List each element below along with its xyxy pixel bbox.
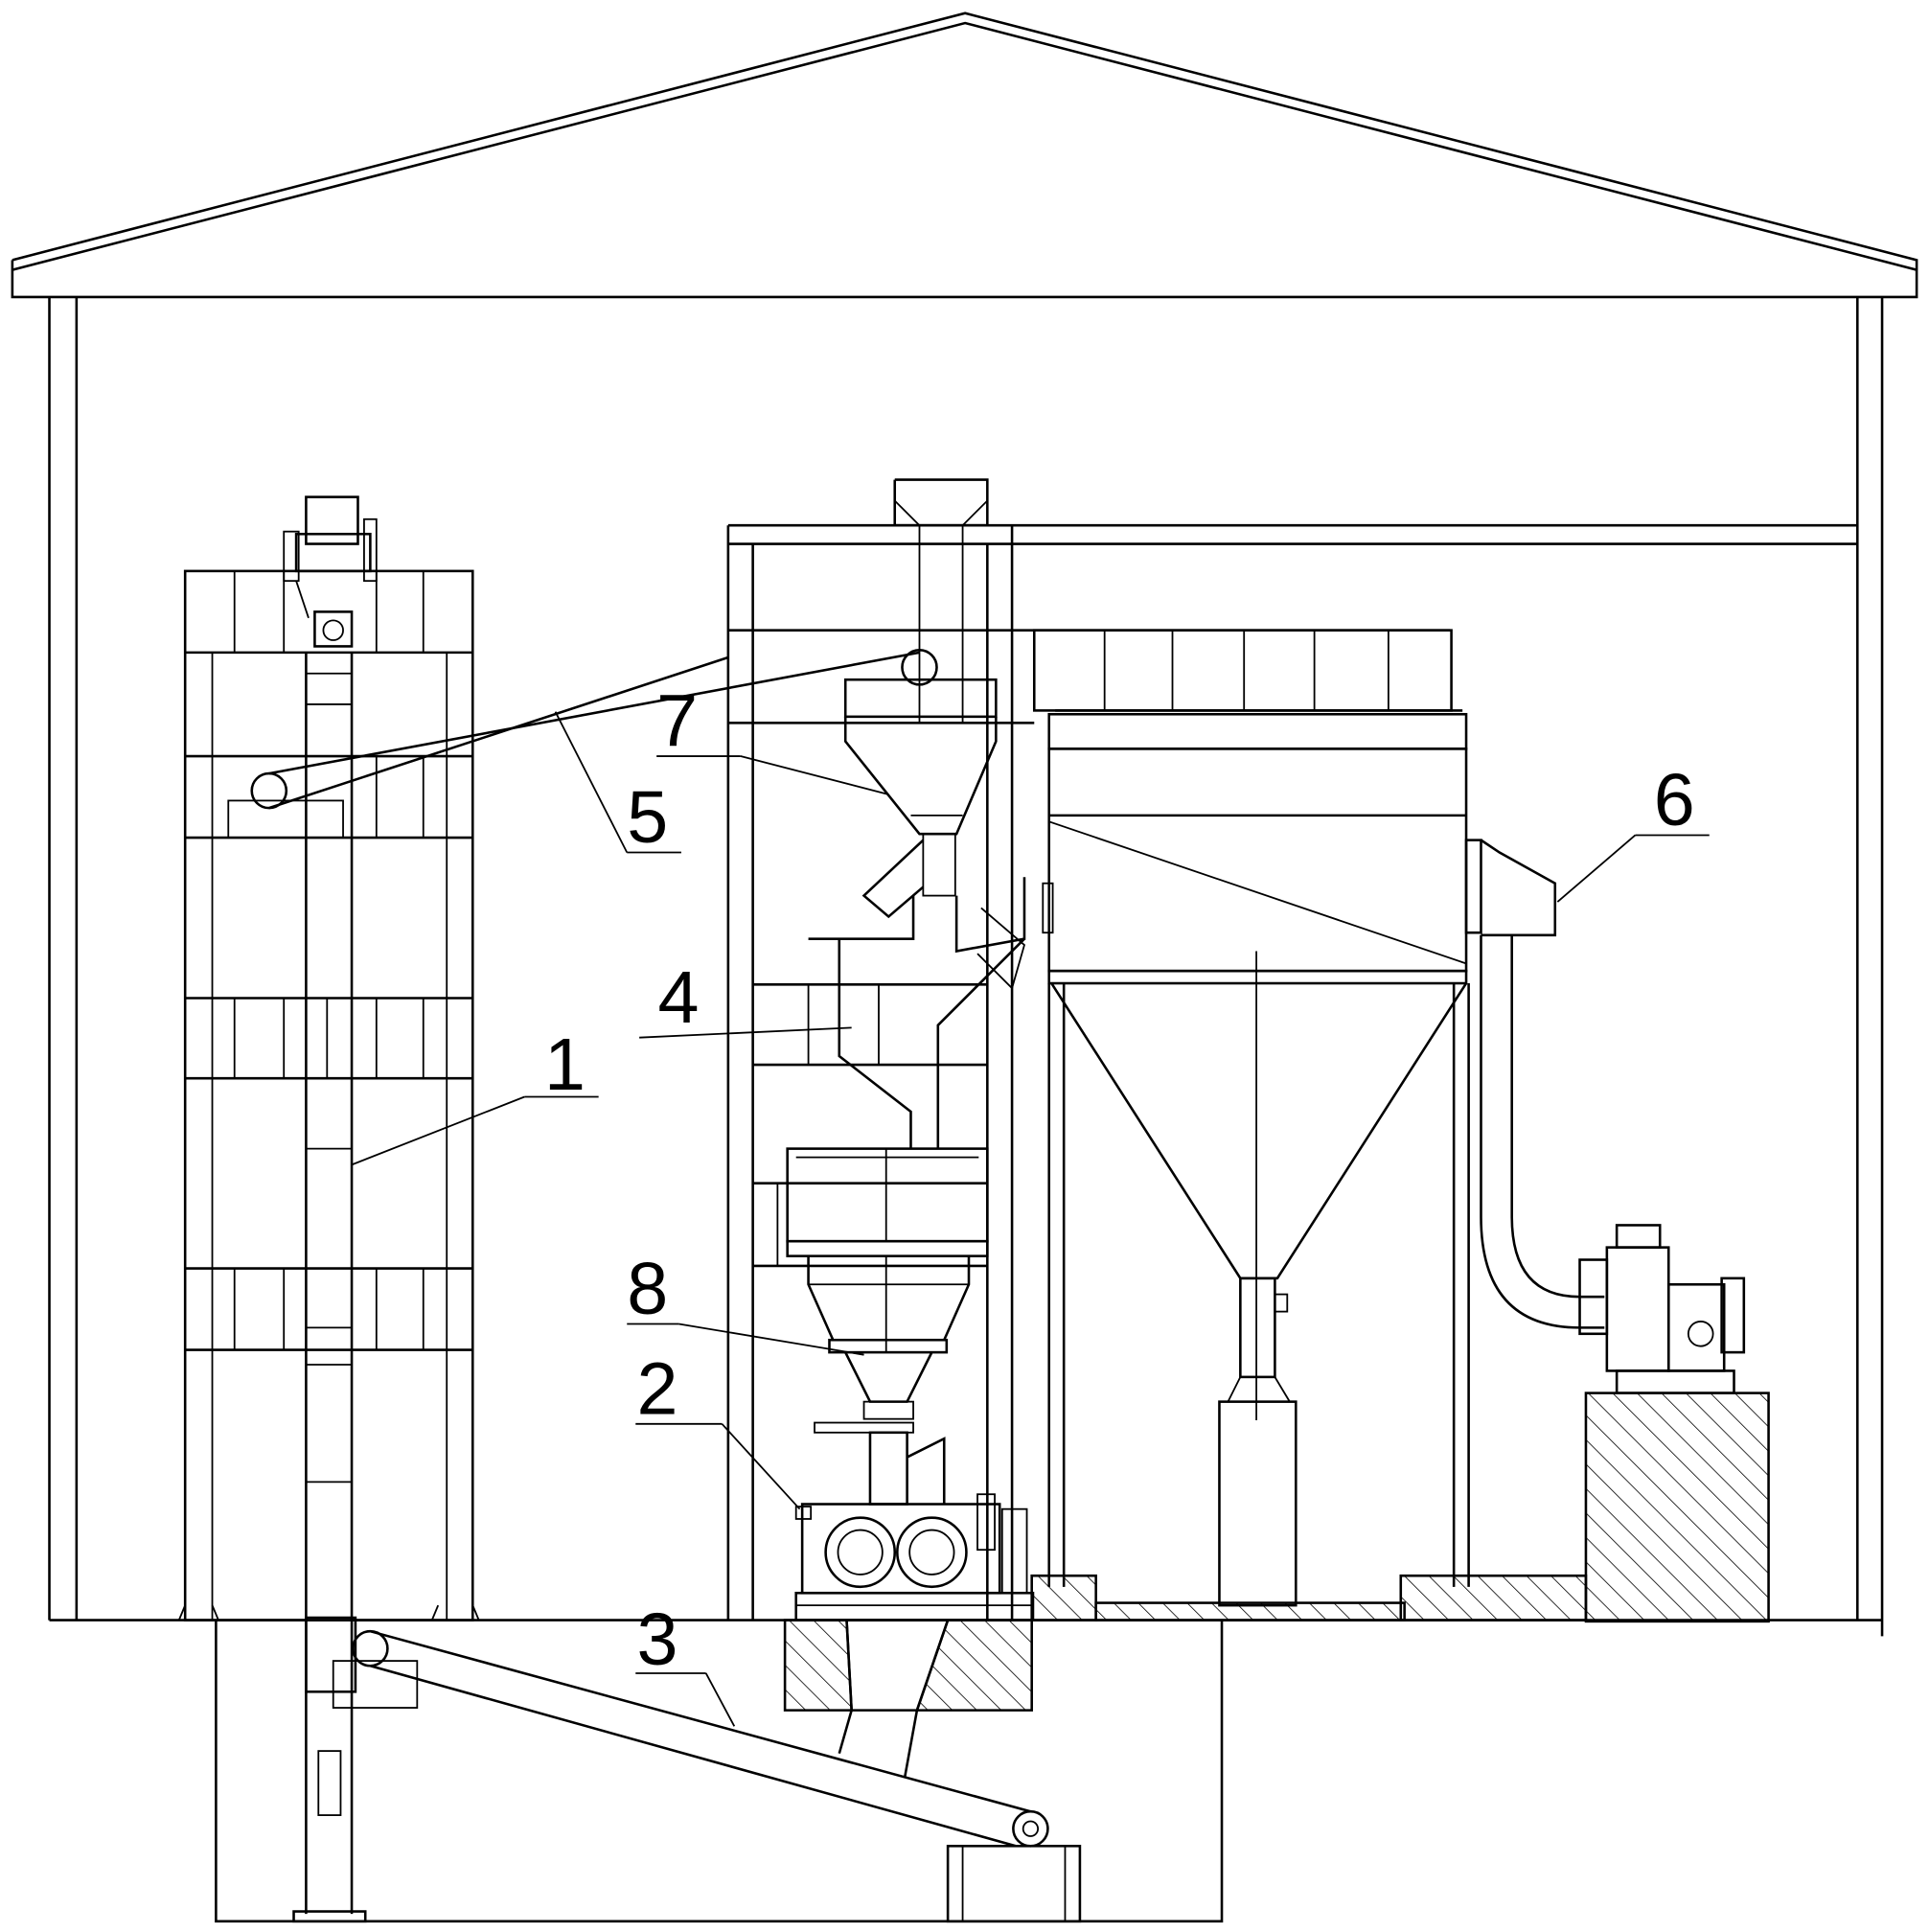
bag-filter <box>1032 629 1470 1607</box>
callout-6: 6 <box>1654 759 1695 841</box>
callout-3: 3 <box>637 1598 678 1681</box>
exhaust-fan <box>1464 839 1746 1394</box>
elevator-casing <box>305 652 354 1915</box>
inclined-chute <box>227 651 920 839</box>
callout-7: 7 <box>656 680 698 763</box>
belt-conveyor <box>332 1629 1082 1923</box>
callout-1: 1 <box>544 1024 586 1106</box>
filter-foundation <box>1030 1574 1588 1622</box>
callout-8: 8 <box>627 1248 668 1330</box>
roof-outer <box>11 12 1918 299</box>
duct-to-crusher <box>808 877 1026 1149</box>
callout-4: 4 <box>657 956 699 1039</box>
callout-2: 2 <box>637 1348 678 1431</box>
receiving-hopper <box>843 649 998 919</box>
callout-5: 5 <box>627 776 668 859</box>
feed-bin <box>786 1147 989 1420</box>
elevator-tower <box>177 495 480 1923</box>
middle-frame <box>726 478 1451 1621</box>
roll-crusher <box>794 1421 1035 1622</box>
callout-leaders <box>351 711 1710 1727</box>
crusher-foundation <box>783 1619 1033 1779</box>
elevator-boot <box>292 1616 367 1923</box>
fan-foundation <box>1584 1392 1770 1623</box>
elevator-head-drive <box>283 495 378 648</box>
callout-labels: 1 2 3 4 5 6 7 8 <box>544 680 1695 1681</box>
roof-inner <box>11 21 1918 271</box>
basement-pit <box>215 1620 1224 1923</box>
